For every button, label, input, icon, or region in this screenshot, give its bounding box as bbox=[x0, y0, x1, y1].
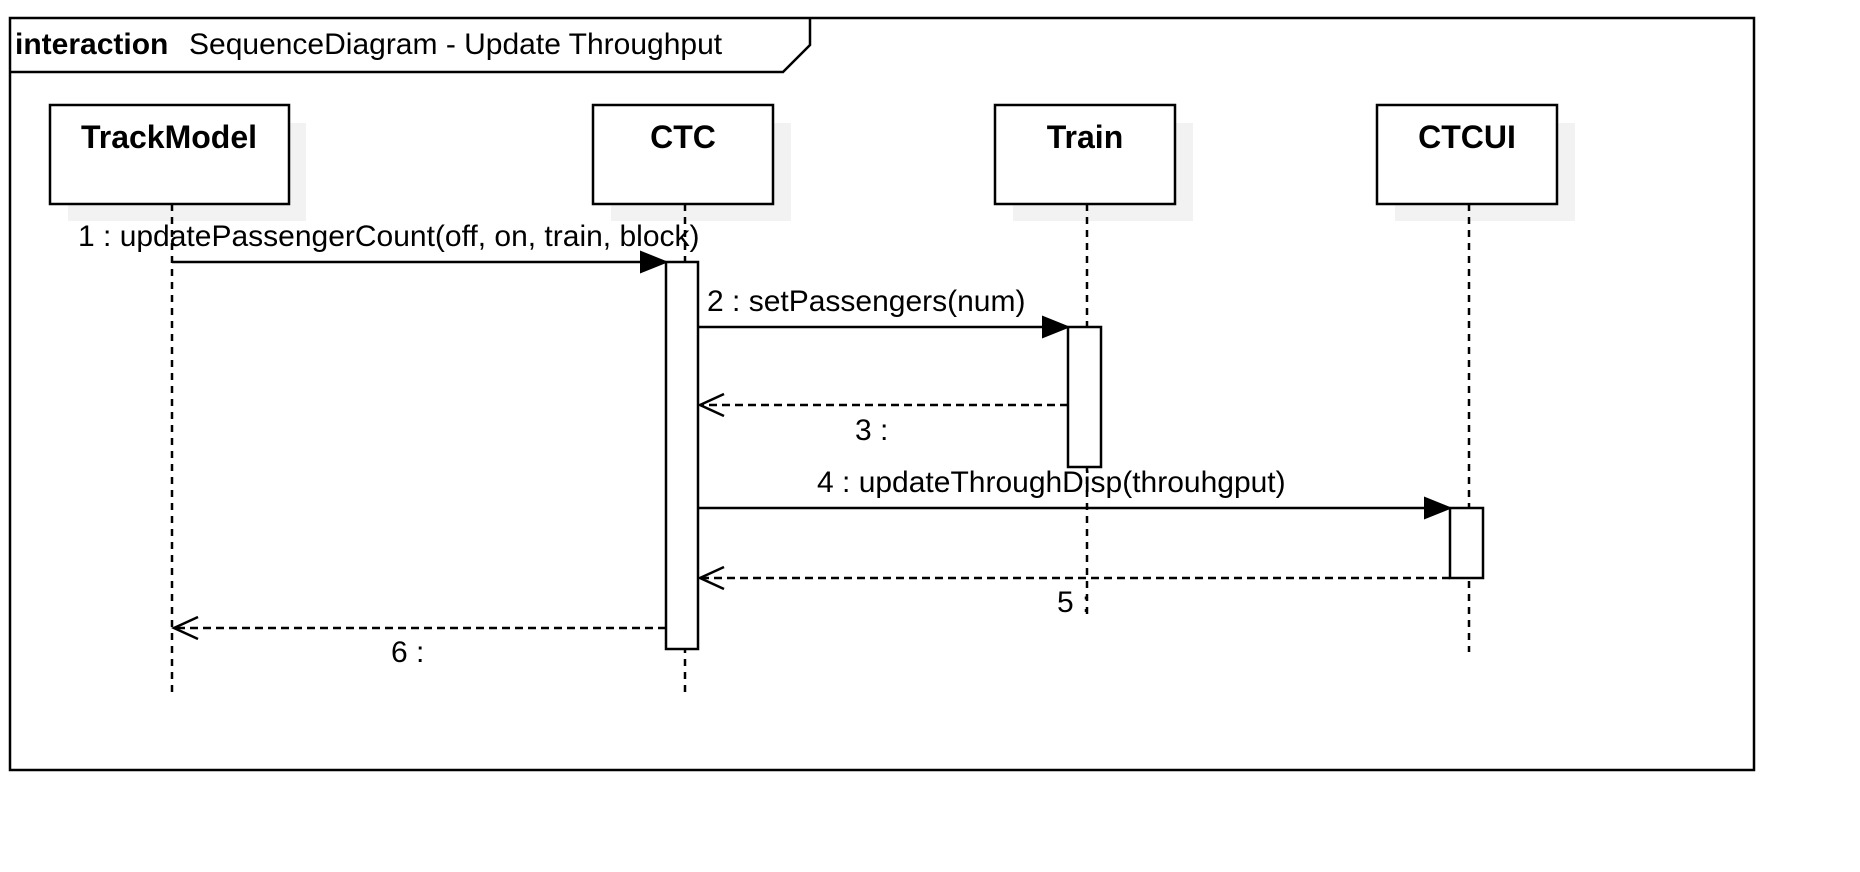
frame-keyword: interaction bbox=[15, 28, 168, 61]
message-open-arrowhead bbox=[696, 392, 725, 418]
activation-ctc bbox=[664, 260, 700, 651]
activation-train bbox=[1066, 325, 1103, 469]
activation-ctcui bbox=[1448, 506, 1485, 580]
lifeline-head bbox=[48, 103, 291, 206]
lifeline-ctcui: CTCUI bbox=[1375, 103, 1575, 652]
message-label: 2 : setPassengers(num) bbox=[707, 285, 1025, 318]
message-label: 1 : updatePassengerCount(off, on, train,… bbox=[78, 220, 700, 253]
message-label: 4 : updateThroughDisp(throuhgput) bbox=[817, 466, 1286, 499]
message-arrowhead bbox=[1042, 315, 1071, 339]
frame-border bbox=[8, 16, 1756, 772]
lifeline-head bbox=[1375, 103, 1559, 206]
lifeline-head bbox=[591, 103, 775, 206]
lifeline-label: CTCUI bbox=[1418, 119, 1516, 155]
interaction-frame: interaction SequenceDiagram - Update Thr… bbox=[8, 16, 1756, 772]
lifeline-train: Train bbox=[993, 103, 1193, 615]
message-label: 5 : bbox=[1057, 586, 1090, 619]
lifeline-label: CTC bbox=[650, 119, 716, 155]
message-3: 3 : bbox=[696, 392, 1068, 447]
message-label: 3 : bbox=[855, 414, 888, 447]
message-6: 6 : bbox=[170, 615, 666, 669]
message-open-arrowhead bbox=[170, 615, 199, 641]
lifeline-label: Train bbox=[1047, 119, 1123, 155]
message-arrowhead bbox=[640, 250, 669, 274]
lifeline-trackmodel: TrackModel bbox=[48, 103, 306, 698]
frame-title-tab bbox=[10, 18, 812, 74]
message-open-arrowhead bbox=[696, 565, 725, 591]
lifeline-head bbox=[993, 103, 1177, 206]
message-5: 5 : bbox=[696, 565, 1450, 619]
message-1: 1 : updatePassengerCount(off, on, train,… bbox=[78, 220, 700, 274]
lifeline-ctc: CTC bbox=[591, 103, 791, 698]
message-label: 6 : bbox=[391, 636, 424, 669]
message-2: 2 : setPassengers(num) bbox=[698, 285, 1071, 339]
message-arrowhead bbox=[1424, 496, 1453, 520]
message-4: 4 : updateThroughDisp(throuhgput) bbox=[698, 466, 1453, 520]
lifeline-label: TrackModel bbox=[81, 119, 257, 155]
frame-title: SequenceDiagram - Update Throughput bbox=[189, 28, 723, 61]
